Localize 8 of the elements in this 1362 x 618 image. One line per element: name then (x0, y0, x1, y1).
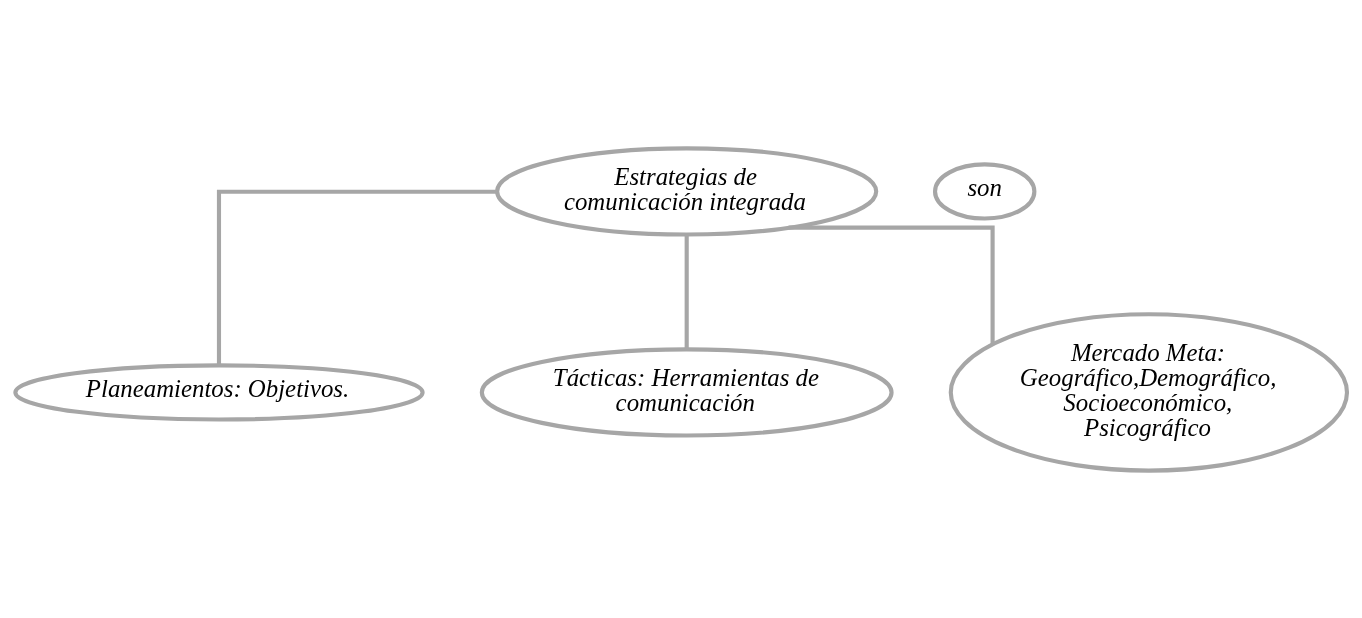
connector (684, 234, 689, 349)
node-ellipse: Mercado Meta: Geográfico,Demográfico, Socioeconómico, Psicográfico (948, 311, 1350, 473)
node-ellipse: son (932, 161, 1037, 221)
connector (788, 225, 995, 344)
node-ellipse: Estrategias de comunicación integrada (495, 145, 879, 237)
connector (216, 189, 498, 365)
node-ellipse: Planeamientos: Objetivos. (13, 362, 425, 422)
node-ellipse: Tácticas: Herramientas de comunicación (479, 346, 894, 438)
